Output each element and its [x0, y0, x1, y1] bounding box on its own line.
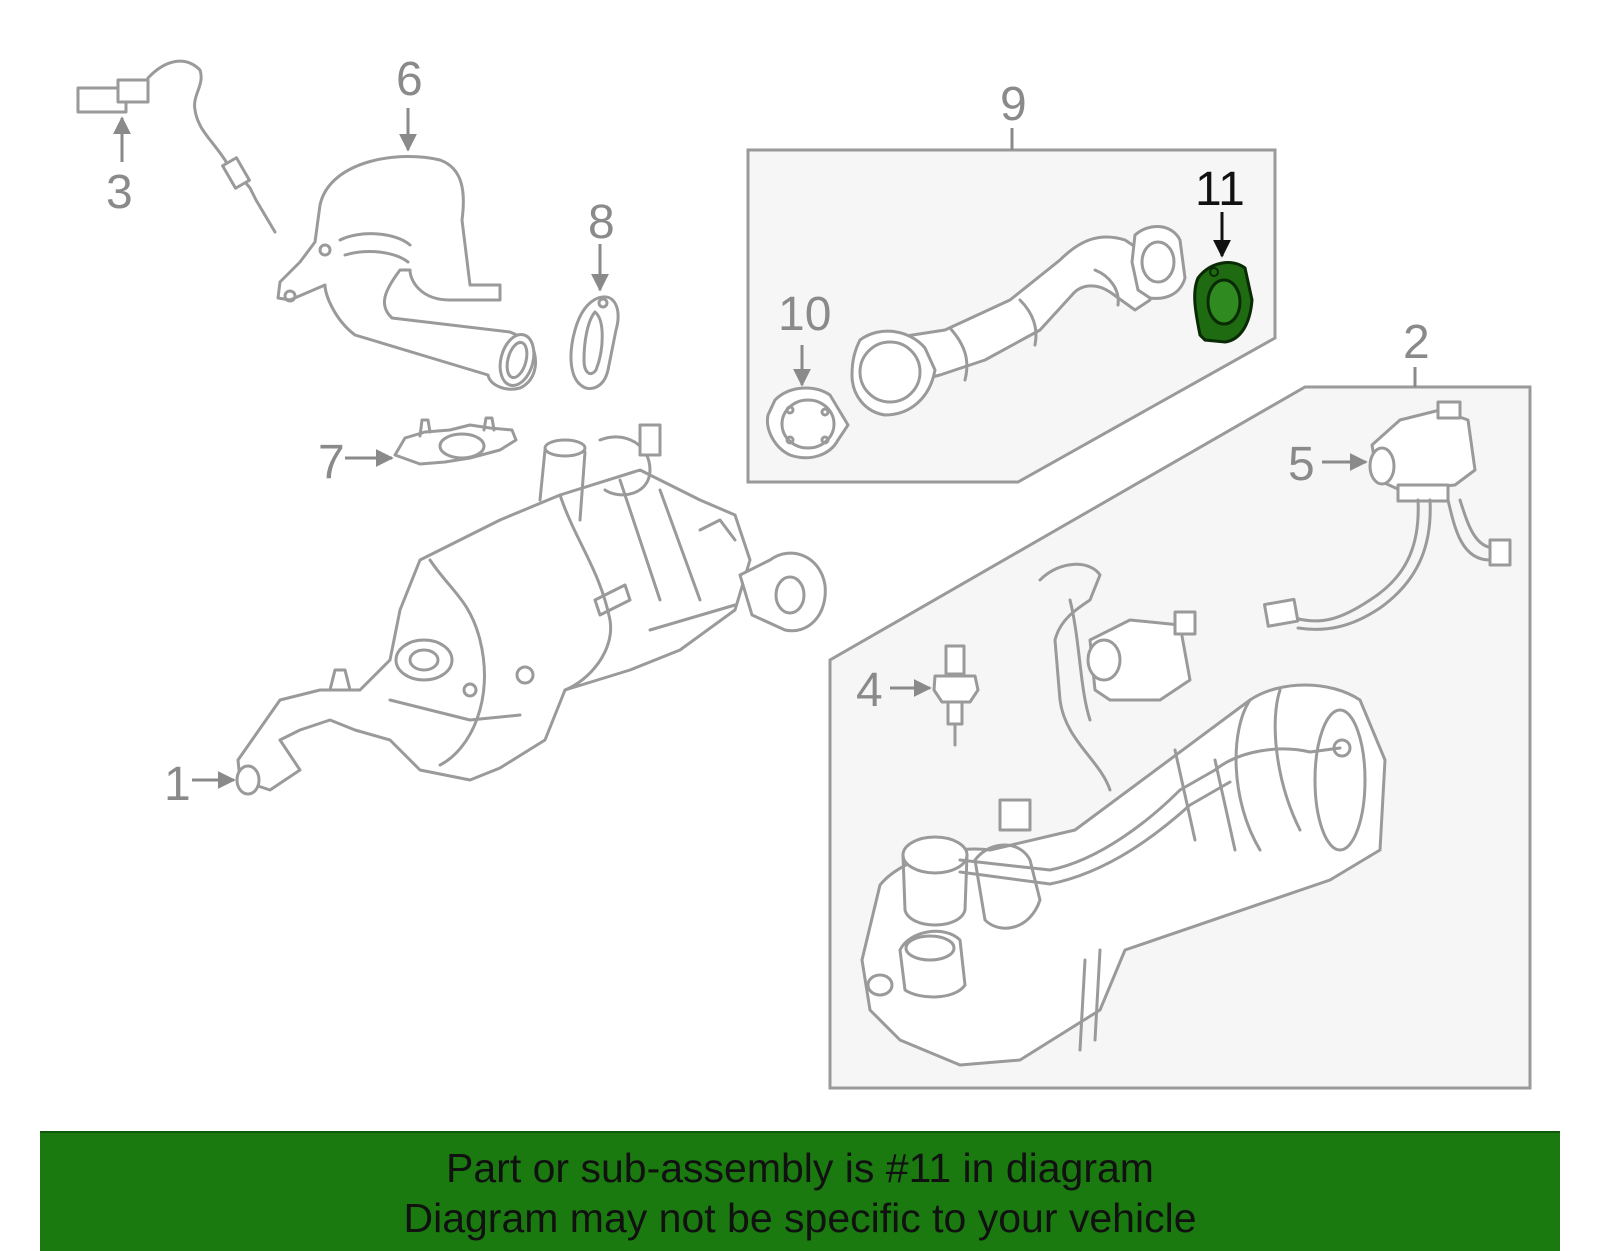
- callout-7: 7: [318, 436, 345, 489]
- part-9-pipe[interactable]: [850, 225, 1187, 417]
- part-4-sensor[interactable]: [932, 644, 980, 747]
- callout-3: 3: [106, 166, 133, 219]
- parts-diagram: 1 2 3 4 5 6 7 8 9 10 11: [76, 53, 1532, 1090]
- part-5-valve[interactable]: [1262, 400, 1512, 631]
- part-7-gasket[interactable]: [393, 416, 518, 466]
- callout-2: 2: [1403, 316, 1430, 369]
- part-3-sensor[interactable]: [76, 59, 277, 234]
- callout-9: 9: [1000, 78, 1027, 131]
- callout-10: 10: [778, 288, 831, 341]
- callout-11: 11: [1195, 163, 1245, 216]
- banner-line-2: Diagram may not be specific to your vehi…: [403, 1195, 1197, 1241]
- part-6-pipe[interactable]: [276, 154, 539, 391]
- info-banner: Part or sub-assembly is #11 in diagram D…: [40, 1131, 1560, 1251]
- part-10-gasket[interactable]: [765, 386, 850, 460]
- banner-line-1: Part or sub-assembly is #11 in diagram: [446, 1145, 1154, 1191]
- callout-6: 6: [396, 53, 423, 106]
- callout-4: 4: [856, 664, 883, 717]
- part-11-gasket-highlighted[interactable]: [1193, 261, 1254, 344]
- part-8-clamp[interactable]: [569, 295, 620, 391]
- callout-5: 5: [1288, 438, 1315, 491]
- callout-8: 8: [588, 196, 615, 249]
- part-1-egr-assembly[interactable]: [235, 423, 827, 796]
- callout-1: 1: [164, 758, 191, 811]
- part-2-egr-cooler[interactable]: [860, 562, 1387, 1067]
